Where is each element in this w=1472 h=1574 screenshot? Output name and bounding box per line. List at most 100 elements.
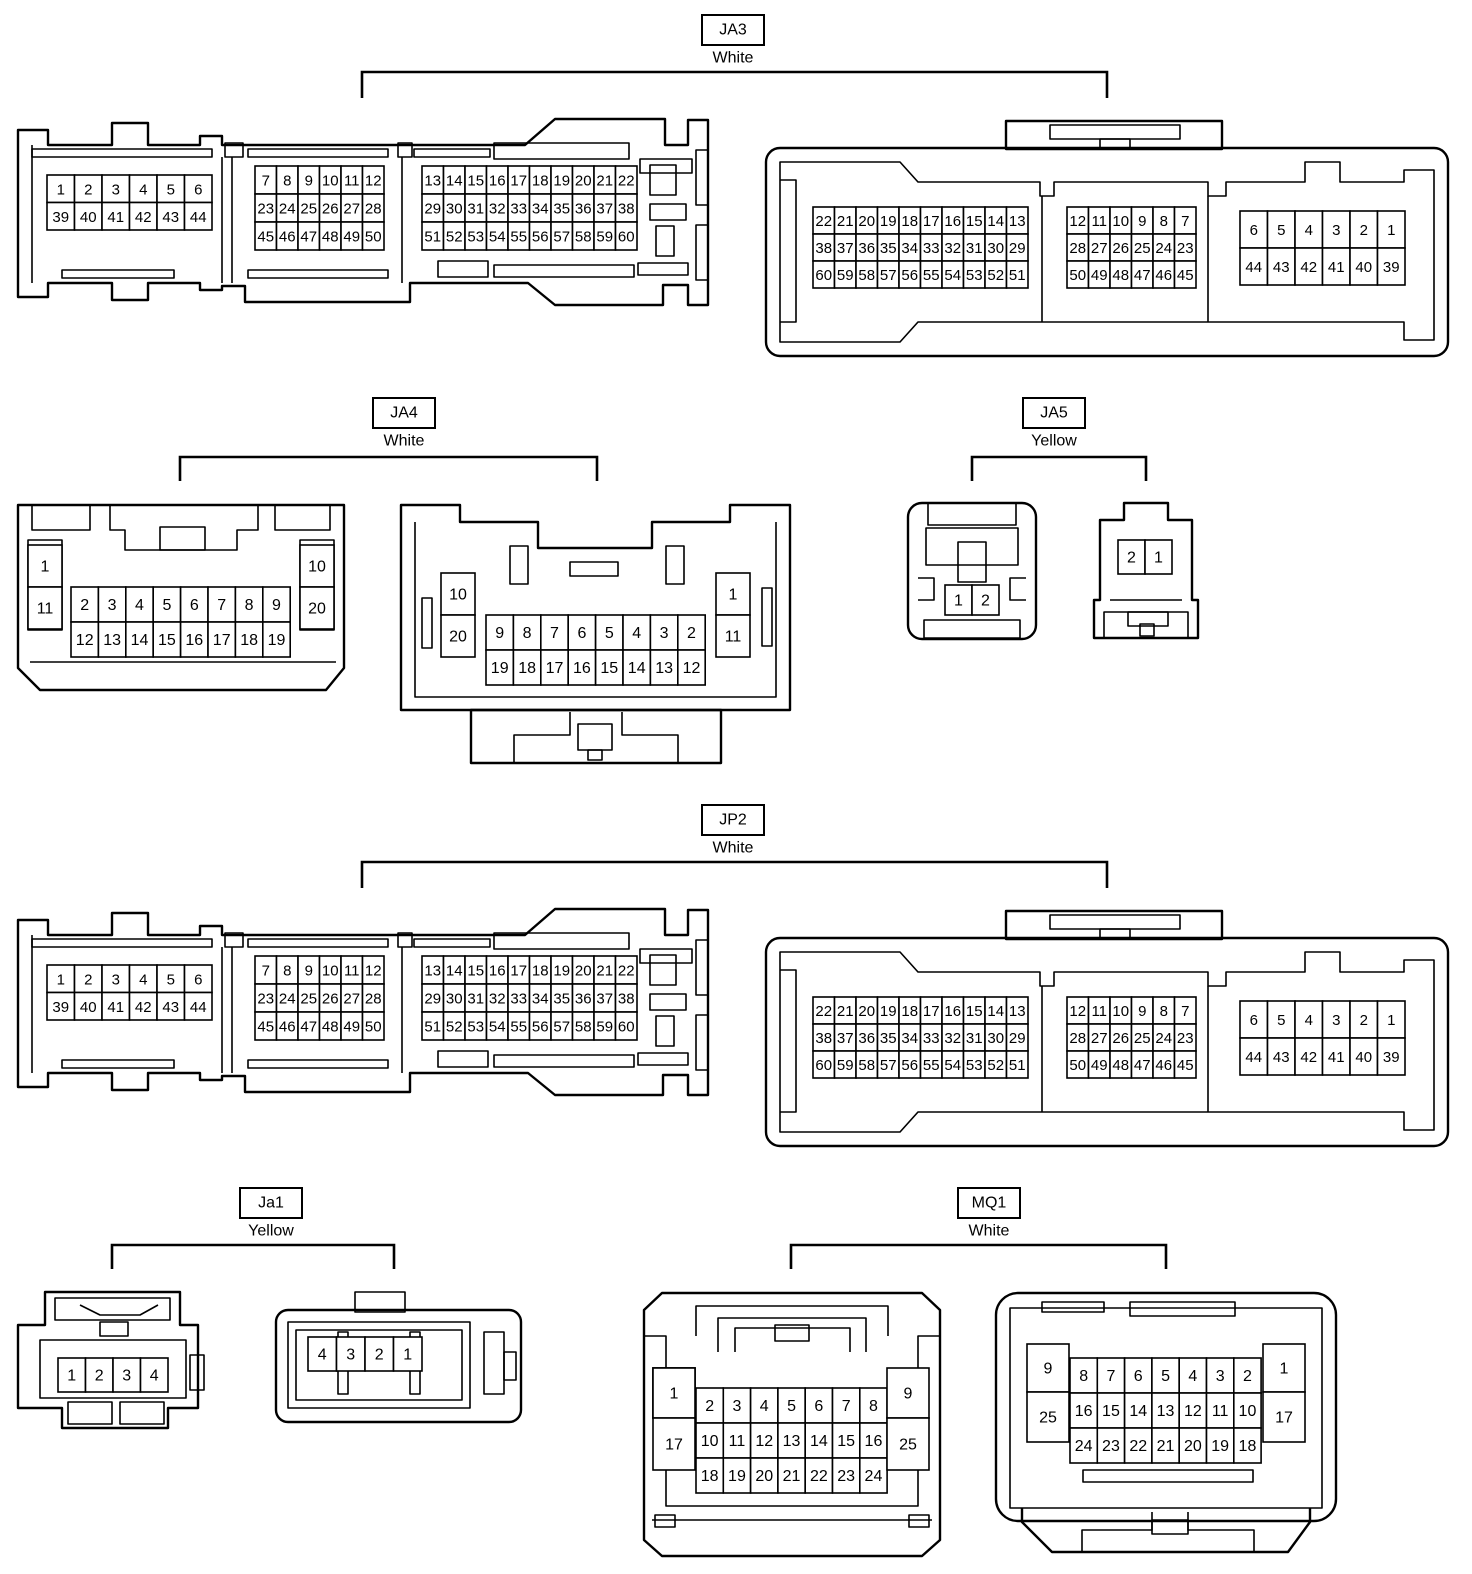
pin-cell	[614, 221, 638, 251]
divider	[231, 157, 403, 283]
pin-number: 51	[424, 229, 441, 246]
pin-number: 13	[103, 632, 121, 649]
connector-color: White	[969, 1223, 1010, 1240]
pin-number: 11	[1091, 213, 1107, 230]
pin-number: 4	[139, 181, 147, 198]
pin-number: 38	[815, 1030, 832, 1047]
pin-number: 34	[532, 201, 549, 218]
pin-number: 3	[346, 1347, 355, 1364]
pin-number: 54	[489, 229, 506, 246]
pin-number: 58	[858, 267, 875, 284]
pin-number: 50	[1069, 1057, 1086, 1074]
pin-cell	[97, 621, 127, 658]
pin-number: 16	[489, 173, 506, 190]
pin-number: 43	[162, 999, 179, 1016]
pin-number: 18	[240, 632, 258, 649]
pin-number: 59	[837, 267, 854, 284]
connector-color: Yellow	[248, 1223, 294, 1240]
connector-housing	[906, 501, 1038, 641]
lip	[119, 1401, 165, 1425]
pin-number: 9	[305, 963, 313, 980]
bracket	[789, 1243, 1168, 1269]
pin-number: 19	[1211, 1438, 1229, 1455]
pin-number: 11	[729, 1433, 746, 1450]
pin-number: 44	[1245, 1049, 1262, 1066]
pin-number: 45	[1177, 267, 1194, 284]
pin-number: 41	[107, 209, 124, 226]
pin-number: 3	[122, 1368, 131, 1385]
pin-cell	[1262, 1343, 1306, 1393]
pin-number: 20	[858, 213, 875, 230]
pin-cell	[652, 1417, 696, 1471]
pin-number: 29	[1009, 1030, 1026, 1047]
pin-number: 27	[343, 201, 360, 218]
latch	[695, 1305, 889, 1336]
pin-cell	[261, 621, 291, 658]
key	[695, 1014, 709, 1071]
pin-number: 23	[257, 201, 274, 218]
pin-number: 30	[446, 991, 463, 1008]
pin-cell	[1096, 1357, 1126, 1394]
pin-number: 36	[858, 240, 875, 257]
pin-number: 14	[987, 1003, 1004, 1020]
pin-cell	[84, 1357, 114, 1393]
pin-cell	[886, 1367, 930, 1419]
pin-number: 3	[1332, 222, 1340, 239]
connector-code: JA3	[719, 22, 747, 39]
pin-number: 38	[618, 201, 635, 218]
pin-number: 2	[1360, 1012, 1368, 1029]
pin-number: 33	[510, 991, 527, 1008]
connector-housing	[16, 503, 346, 692]
pin-number: 55	[510, 229, 527, 246]
pin-cell	[652, 1367, 696, 1419]
pin-number: 50	[365, 1019, 382, 1036]
pin-number: 52	[987, 267, 1004, 284]
pin-number: 15	[837, 1433, 855, 1450]
pin-number: 23	[837, 1468, 855, 1485]
connector-code: Ja1	[258, 1195, 284, 1212]
brackets	[110, 70, 1168, 1269]
pin-number: 29	[424, 991, 441, 1008]
key	[569, 561, 619, 577]
pin-number: 56	[901, 267, 918, 284]
key	[908, 1514, 930, 1528]
latch-slot	[1151, 1519, 1189, 1535]
pin-number: 48	[322, 229, 339, 246]
pin-number: 26	[322, 991, 339, 1008]
pin-number: 23	[1177, 1030, 1194, 1047]
pin-number: 6	[577, 625, 586, 642]
pin-number: 18	[1239, 1438, 1257, 1455]
pin-number: 20	[575, 173, 592, 190]
pin-number: 19	[728, 1468, 746, 1485]
pin-number: 60	[815, 267, 832, 284]
pin-number: 25	[1134, 1030, 1151, 1047]
pin-number: 17	[546, 660, 564, 677]
pin-number: 12	[365, 963, 382, 980]
pin-number: 15	[1102, 1403, 1120, 1420]
pin-number: 8	[869, 1398, 878, 1415]
pin-cell	[234, 621, 264, 658]
rib	[247, 148, 389, 158]
pin-number: 14	[628, 660, 646, 677]
rib	[493, 264, 635, 278]
pin-number: 35	[553, 201, 570, 218]
pin-number: 2	[981, 593, 990, 610]
pin-number: 1	[1280, 1361, 1289, 1378]
pin-cell	[361, 221, 385, 251]
pin-number: 1	[57, 181, 65, 198]
pin-cell	[46, 174, 76, 204]
pin-number: 60	[618, 229, 635, 246]
pin-cell	[307, 1336, 338, 1372]
pin-cell	[101, 991, 131, 1021]
pin-number: 11	[344, 963, 360, 980]
pin-number: 1	[41, 559, 50, 576]
pin-number: 50	[365, 229, 382, 246]
pin-number: 6	[194, 971, 202, 988]
bottom-latch	[469, 708, 723, 765]
connector-label-box	[701, 804, 765, 836]
pin-number: 21	[596, 963, 613, 980]
pin-cell	[183, 201, 213, 231]
pin-number: 1	[403, 1347, 412, 1364]
pin-cell	[1123, 1427, 1153, 1464]
pin-number: 24	[1075, 1438, 1093, 1455]
